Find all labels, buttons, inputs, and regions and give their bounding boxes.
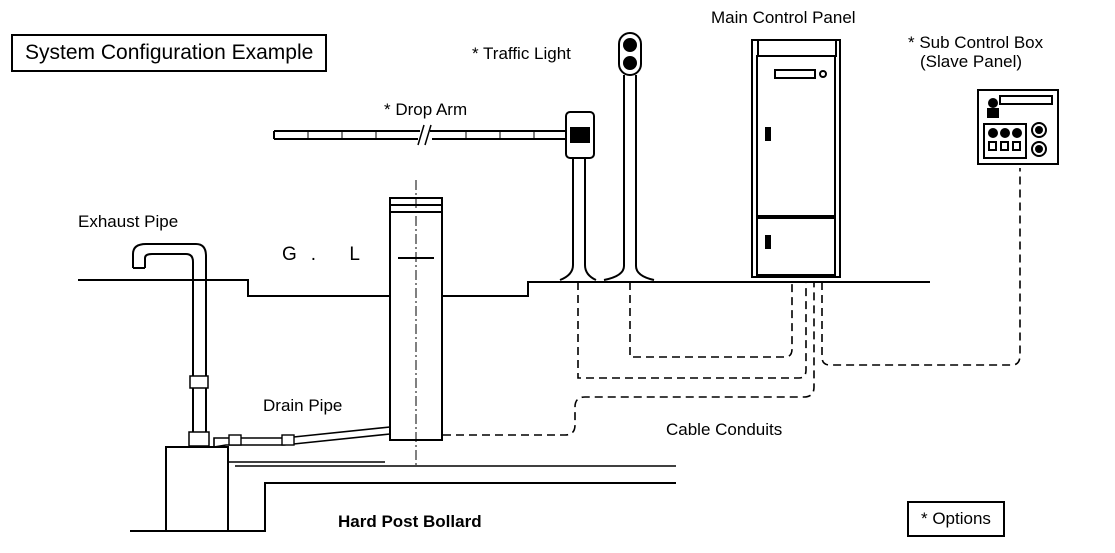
main-control-panel bbox=[751, 39, 841, 278]
drain-pipe-label: Drain Pipe bbox=[263, 396, 343, 415]
ground-level-label: G. L bbox=[282, 244, 374, 265]
exhaust-joint-lower bbox=[188, 431, 210, 447]
sump-tank bbox=[165, 446, 229, 532]
drain-pipe bbox=[213, 426, 391, 448]
drop-arm-label: * Drop Arm bbox=[384, 100, 468, 119]
drain-joint-2 bbox=[281, 434, 295, 446]
bollard-caption: Hard Post Bollard bbox=[338, 512, 482, 531]
cable-conduits-label: Cable Conduits bbox=[666, 420, 783, 439]
exhaust-pipe bbox=[132, 243, 207, 447]
sub-control-box-label: * Sub Control Box bbox=[908, 33, 1044, 52]
traffic-light-label: * Traffic Light bbox=[472, 44, 571, 63]
traffic-light bbox=[603, 32, 655, 281]
sub-control-box bbox=[977, 89, 1059, 165]
diagram-title: System Configuration Example bbox=[11, 34, 328, 73]
cable-conduits bbox=[443, 168, 1021, 436]
options-legend: * Options bbox=[907, 501, 1005, 537]
drain-joint-1 bbox=[228, 434, 242, 446]
drop-arm bbox=[273, 111, 597, 281]
foundation-line bbox=[228, 461, 676, 467]
ground-surface bbox=[78, 279, 930, 297]
slave-panel-label: (Slave Panel) bbox=[920, 52, 1023, 71]
exhaust-pipe-label: Exhaust Pipe bbox=[78, 212, 179, 231]
main-control-panel-label: Main Control Panel bbox=[711, 8, 856, 27]
exhaust-joint-upper bbox=[189, 375, 209, 389]
